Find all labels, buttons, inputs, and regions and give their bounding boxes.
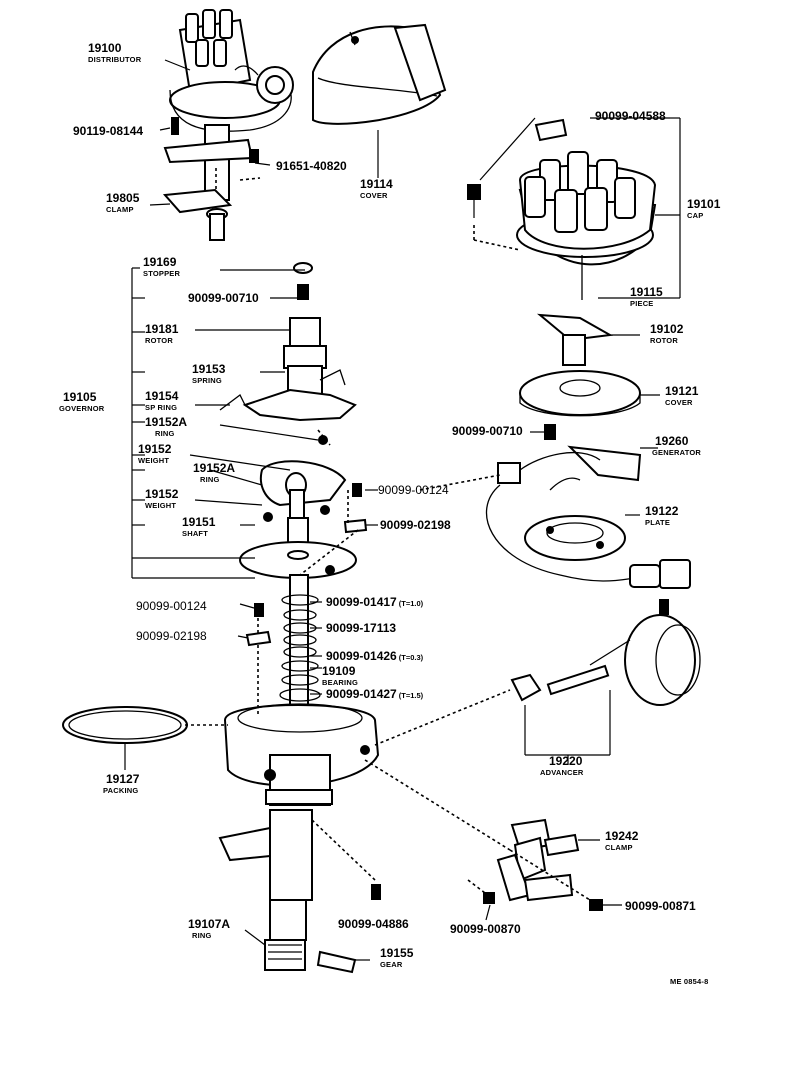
label-19107A-name: RING [192, 931, 212, 940]
label-19152-b-name: WEIGHT [145, 501, 176, 510]
screw-00124-drawing [254, 603, 264, 617]
label-19151-name: SHAFT [182, 529, 208, 538]
label-91651-40820: 91651-40820 [276, 159, 347, 173]
label-19102-number: 19102 [650, 322, 684, 336]
rotor-19102-drawing [536, 313, 614, 366]
generator-19260-drawing [485, 445, 691, 589]
label-90099-01417-number: 90099-01417 [326, 595, 397, 609]
label-19102-name: ROTOR [650, 336, 678, 345]
label-19260-name: GENERATOR [652, 448, 701, 457]
footer-code: ME 0854-8 [670, 977, 709, 986]
label-19122-name: PLATE [645, 518, 670, 527]
cover-19121-drawing [519, 370, 641, 417]
label-19101-number: 19101 [687, 197, 721, 211]
label-90119-08144: 90119-08144 [73, 124, 143, 138]
label-19100-name: DISTRIBUTOR [88, 55, 142, 64]
label-90099-00870: 90099-00870 [450, 922, 521, 936]
label-19115-number: 19115 [630, 285, 663, 299]
cap-bracket [670, 117, 681, 299]
label-19114-number: 19114 [360, 177, 393, 191]
label-19151-number: 19151 [182, 515, 216, 529]
label-19181-name: ROTOR [145, 336, 173, 345]
label-19242-name: CLAMP [605, 843, 633, 852]
label-90099-00871: 90099-00871 [625, 899, 696, 913]
label-19152-a-name: WEIGHT [138, 456, 169, 465]
label-90099-01426: 90099-01426(T=0.3) [326, 649, 424, 663]
label-19220-name: ADVANCER [540, 768, 584, 777]
label-19260-number: 19260 [655, 434, 689, 448]
label-19805-name: CLAMP [106, 205, 134, 214]
label-90099-01426-number: 90099-01426 [326, 649, 397, 663]
label-90099-01426-note: (T=0.3) [399, 653, 424, 662]
label-90099-04588: 90099-04588 [595, 109, 666, 123]
label-90099-17113: 90099-17113 [326, 621, 396, 635]
label-90099-00124-a: 90099-00124 [378, 483, 449, 497]
label-90099-01427-number: 90099-01427 [326, 687, 397, 701]
label-19115-name: PIECE [630, 299, 654, 308]
label-90099-04886: 90099-04886 [338, 917, 409, 931]
label-90099-01417-note: (T=1.0) [399, 599, 424, 608]
governor-stack-drawing [219, 262, 357, 716]
label-90099-02198-b: 90099-02198 [136, 629, 207, 643]
label-90099-01427: 90099-01427(T=1.5) [326, 687, 424, 701]
clamp-19242-drawing [483, 818, 603, 911]
label-19101-name: CAP [687, 211, 703, 220]
plate-19122-drawing [524, 515, 626, 561]
label-90099-00710-a: 90099-00710 [188, 291, 259, 305]
label-19152-b-number: 19152 [145, 487, 179, 501]
label-90099-00710-b: 90099-00710 [452, 424, 523, 438]
label-19105-name: GOVERNOR [59, 404, 105, 413]
label-19154-name: SP RING [145, 403, 177, 412]
housing-drawing [218, 703, 380, 974]
label-19152A-b-name: RING [200, 475, 220, 484]
label-19114-name: COVER [360, 191, 388, 200]
packing-ring-drawing [62, 706, 188, 744]
label-19153-number: 19153 [192, 362, 226, 376]
label-90099-01427-note: (T=1.5) [399, 691, 424, 700]
label-19109-name: BEARING [322, 678, 358, 687]
label-19100-number: 19100 [88, 41, 122, 55]
label-19169-number: 19169 [143, 255, 177, 269]
label-90099-02198-a: 90099-02198 [380, 518, 451, 532]
distributor-assembly-drawing [162, 9, 294, 241]
label-19155-name: GEAR [380, 960, 403, 969]
advancer-19220-drawing [510, 599, 701, 706]
label-90099-01417: 90099-01417(T=1.0) [326, 595, 424, 609]
label-19220-number: 19220 [549, 754, 583, 768]
label-19121-name: COVER [665, 398, 693, 407]
cover-19114-drawing [312, 23, 447, 125]
label-19242-number: 19242 [605, 829, 639, 843]
label-19107A-number: 19107A [188, 917, 230, 931]
label-19122-number: 19122 [645, 504, 679, 518]
label-19127-number: 19127 [106, 772, 140, 786]
label-19109-number: 19109 [322, 664, 356, 678]
label-19805-number: 19805 [106, 191, 140, 205]
label-19152A-b-number: 19152A [193, 461, 235, 475]
label-19153-name: SPRING [192, 376, 222, 385]
label-90099-00124-b: 90099-00124 [136, 599, 207, 613]
cap-19101-drawing [467, 118, 657, 300]
label-19152-a-number: 19152 [138, 442, 172, 456]
assembly-dashed-lines [185, 168, 591, 901]
label-19121-number: 19121 [665, 384, 699, 398]
label-19169-name: STOPPER [143, 269, 180, 278]
label-19181-number: 19181 [145, 322, 179, 336]
label-19152A-a-number: 19152A [145, 415, 187, 429]
label-19152A-a-name: RING [155, 429, 175, 438]
label-19105-number: 19105 [63, 390, 97, 404]
label-19127-name: PACKING [103, 786, 138, 795]
governor-bracket [131, 267, 255, 579]
leader-lines [124, 59, 680, 961]
label-19155-number: 19155 [380, 946, 414, 960]
label-19154-number: 19154 [145, 389, 179, 403]
washer-02198-drawing [245, 630, 272, 647]
